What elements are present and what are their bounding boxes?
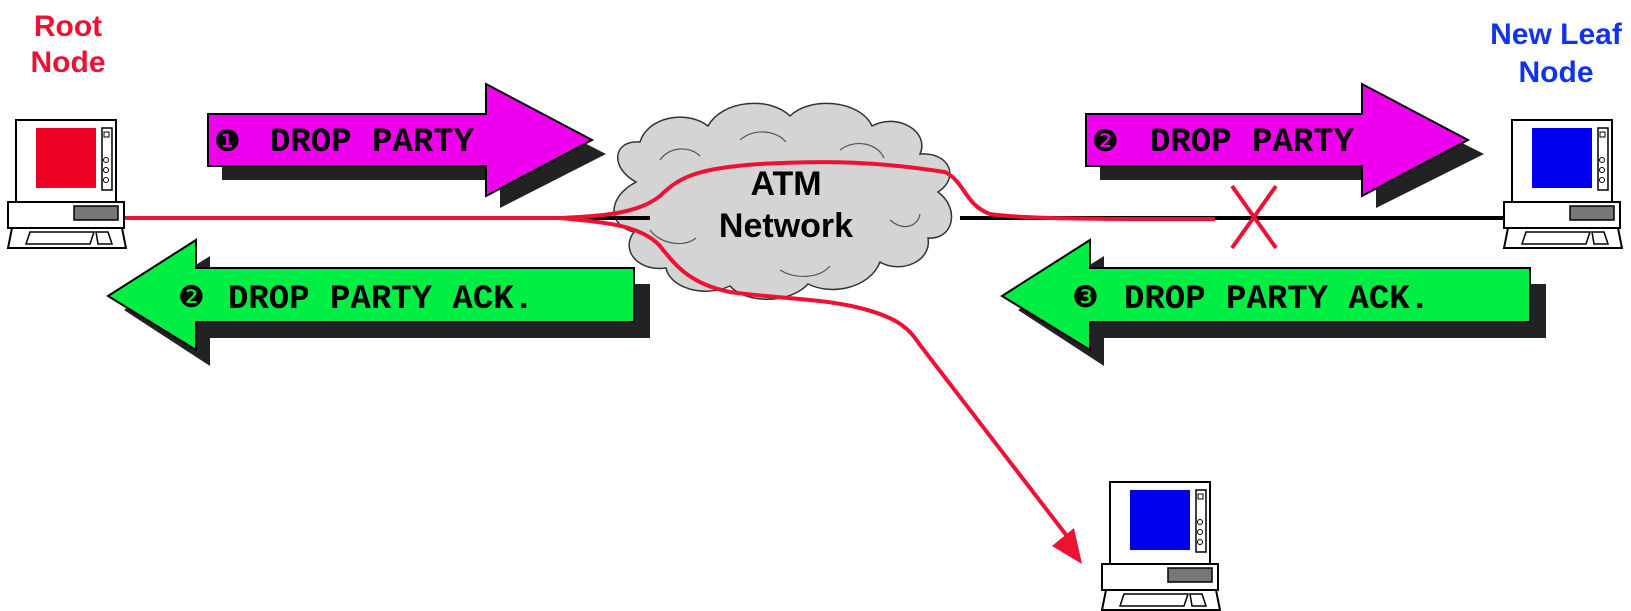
root-node-label-line1: Root: [34, 10, 102, 43]
root-connection-path: [120, 160, 1216, 222]
leaf-drop-party-number: ❷: [1092, 124, 1119, 159]
remaining-leaf-computer: [1101, 481, 1221, 611]
leaf-drop-party-ack-arrow: ❸ DROP PARTY ACK.: [1000, 238, 1546, 366]
leaf-drop-party-arrow: ❷ DROP PARTY: [1085, 82, 1484, 208]
new-leaf-node-screen: [1532, 128, 1592, 188]
leaf-drop-party-ack-label: DROP PARTY ACK.: [1124, 281, 1430, 319]
remaining-leaf-screen: [1130, 490, 1190, 550]
leaf-drop-party-label: DROP PARTY: [1150, 124, 1355, 162]
root-node-computer: [7, 119, 127, 249]
root-drop-party-number: ❶: [214, 124, 241, 159]
root-drop-party-ack-label: DROP PARTY ACK.: [228, 281, 534, 319]
network-label-line1: ATM: [750, 165, 821, 203]
network-label-line2: Network: [719, 207, 853, 245]
root-drop-party-arrow: ❶ DROP PARTY: [207, 82, 606, 208]
root-node-screen: [36, 128, 96, 188]
new-leaf-node-label-line2: Node: [1519, 56, 1594, 89]
leaf-drop-party-ack-number: ❸: [1072, 280, 1099, 315]
dropped-link-x-mark: [1230, 184, 1278, 250]
branch-arrowhead: [1052, 528, 1082, 564]
atm-network-cloud: ATM Network: [613, 102, 953, 300]
new-leaf-node-computer: [1503, 119, 1623, 249]
new-leaf-node-label-line1: New Leaf: [1490, 18, 1623, 51]
root-drop-party-label: DROP PARTY: [270, 124, 475, 162]
root-drop-party-ack-number: ❷: [178, 280, 205, 315]
root-node-label-line2: Node: [31, 46, 106, 79]
branch-connection-path: [559, 216, 1072, 542]
connections: [120, 160, 1510, 564]
root-drop-party-ack-arrow: ❷ DROP PARTY ACK.: [106, 238, 650, 366]
cloud-shape: [613, 102, 953, 300]
